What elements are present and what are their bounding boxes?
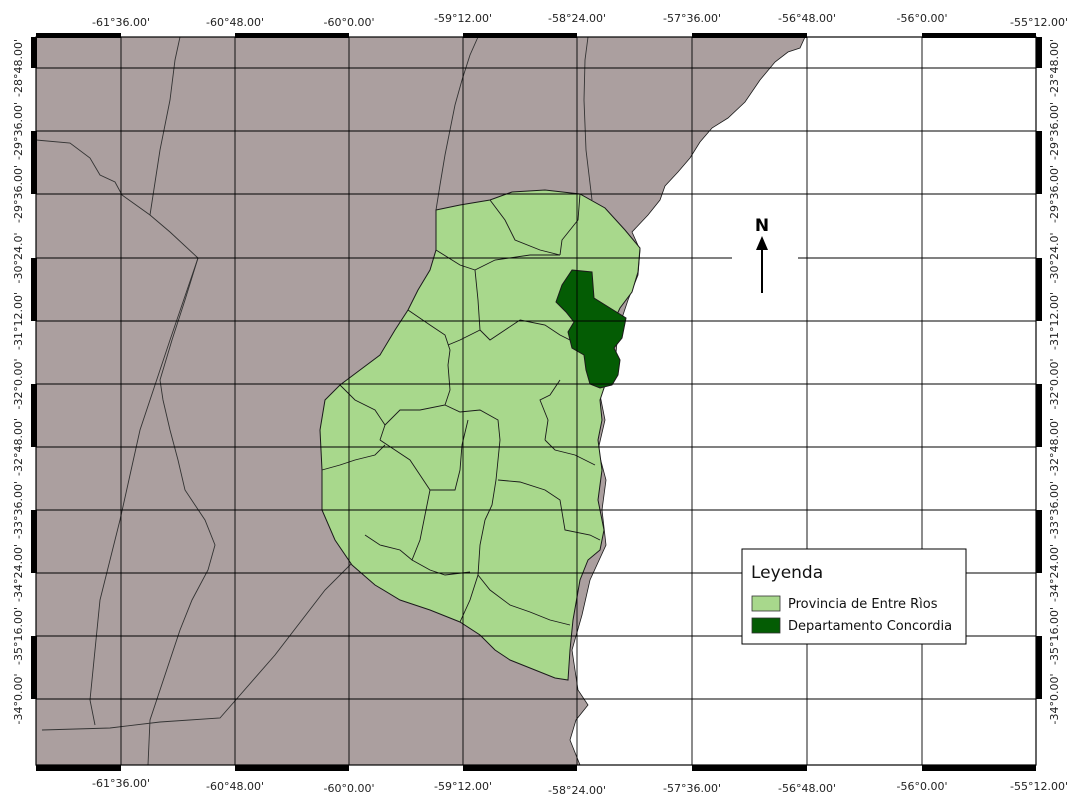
- bottom-longitude-labels: -61°36.00' -60°48.00' -60°0.00' -59°12.0…: [92, 777, 1068, 797]
- lat-label: -29°36.00': [1048, 102, 1061, 160]
- lon-label: -59°12.00': [434, 780, 492, 793]
- legend-swatch-concordia: [751, 617, 781, 634]
- lon-label: -58°24.00': [548, 784, 606, 797]
- top-longitude-labels: -61°36.00' -60°48.00' -60°0.00' -59°12.0…: [92, 12, 1068, 29]
- lat-label: -31°12.00': [12, 292, 25, 350]
- lat-label: -35°16.00': [12, 607, 25, 665]
- lon-label: -57°36.00': [663, 782, 721, 795]
- lon-label: -59°12.00': [434, 12, 492, 25]
- legend-label-concordia: Departamento Concordia: [788, 619, 952, 634]
- lon-label: -60°0.00': [324, 16, 375, 29]
- lat-label: -33°36.00': [12, 481, 25, 539]
- admin-borders: [36, 37, 593, 765]
- lat-label: -32°48.00': [1048, 418, 1061, 476]
- legend: Leyenda Provincia de Entre Rìos Departam…: [741, 548, 967, 645]
- lon-label: -61°36.00': [92, 16, 150, 29]
- north-label: N: [755, 216, 769, 236]
- entre-rios-province: [319, 189, 641, 681]
- lon-label: -55°12.00': [1010, 780, 1068, 793]
- lat-label: -30°24.0': [12, 233, 25, 284]
- lon-label: -60°0.00': [324, 782, 375, 795]
- lon-label: -57°36.00': [663, 12, 721, 25]
- lat-label: -34°0.00': [12, 674, 25, 725]
- right-latitude-labels: -23°48.00' -29°36.00' -29°36.00' -30°24.…: [1048, 39, 1061, 724]
- left-latitude-labels: -28°48.00' -29°36.00' -29°36.00' -30°24.…: [12, 39, 25, 724]
- frame-scale-right: [1036, 37, 1042, 699]
- lon-label: -56°0.00': [897, 12, 948, 25]
- lon-label: -56°48.00': [778, 782, 836, 795]
- lat-label: -35°16.00': [1048, 607, 1061, 665]
- lat-label: -34°0.00': [1048, 674, 1061, 725]
- department-borders: [321, 193, 601, 626]
- lat-label: -32°0.00': [1048, 359, 1061, 410]
- lon-label: -55°12.00': [1010, 16, 1068, 29]
- legend-title: Leyenda: [751, 563, 823, 583]
- lat-label: -33°36.00': [1048, 481, 1061, 539]
- lat-label: -34°24.00': [12, 544, 25, 602]
- legend-label-province: Provincia de Entre Rìos: [788, 597, 938, 612]
- lon-label: -56°48.00': [778, 12, 836, 25]
- lat-label: -32°48.00': [12, 418, 25, 476]
- lat-label: -32°0.00': [12, 359, 25, 410]
- lat-label: -29°36.00': [1048, 165, 1061, 223]
- lat-label: -30°24.0': [1048, 233, 1061, 284]
- lat-label: -31°12.00': [1048, 292, 1061, 350]
- lat-label: -29°36.00': [12, 165, 25, 223]
- lon-label: -61°36.00': [92, 777, 150, 790]
- lon-label: -60°48.00': [206, 780, 264, 793]
- lat-label: -34°24.00': [1048, 544, 1061, 602]
- north-arrow: N: [732, 212, 798, 304]
- lon-label: -56°0.00': [897, 780, 948, 793]
- lat-label: -23°48.00': [1048, 39, 1061, 97]
- lat-label: -29°36.00': [12, 102, 25, 160]
- lon-label: -58°24.00': [548, 12, 606, 25]
- legend-swatch-province: [751, 595, 781, 612]
- frame-scale-top: [36, 33, 1036, 38]
- arrow-up-icon: [756, 236, 768, 293]
- frame-scale-left: [31, 37, 37, 699]
- graticule: [36, 37, 1036, 765]
- lon-label: -60°48.00': [206, 16, 264, 29]
- lat-label: -28°48.00': [12, 39, 25, 97]
- concordia-department: [555, 269, 627, 389]
- frame-scale-bottom: [36, 765, 1036, 771]
